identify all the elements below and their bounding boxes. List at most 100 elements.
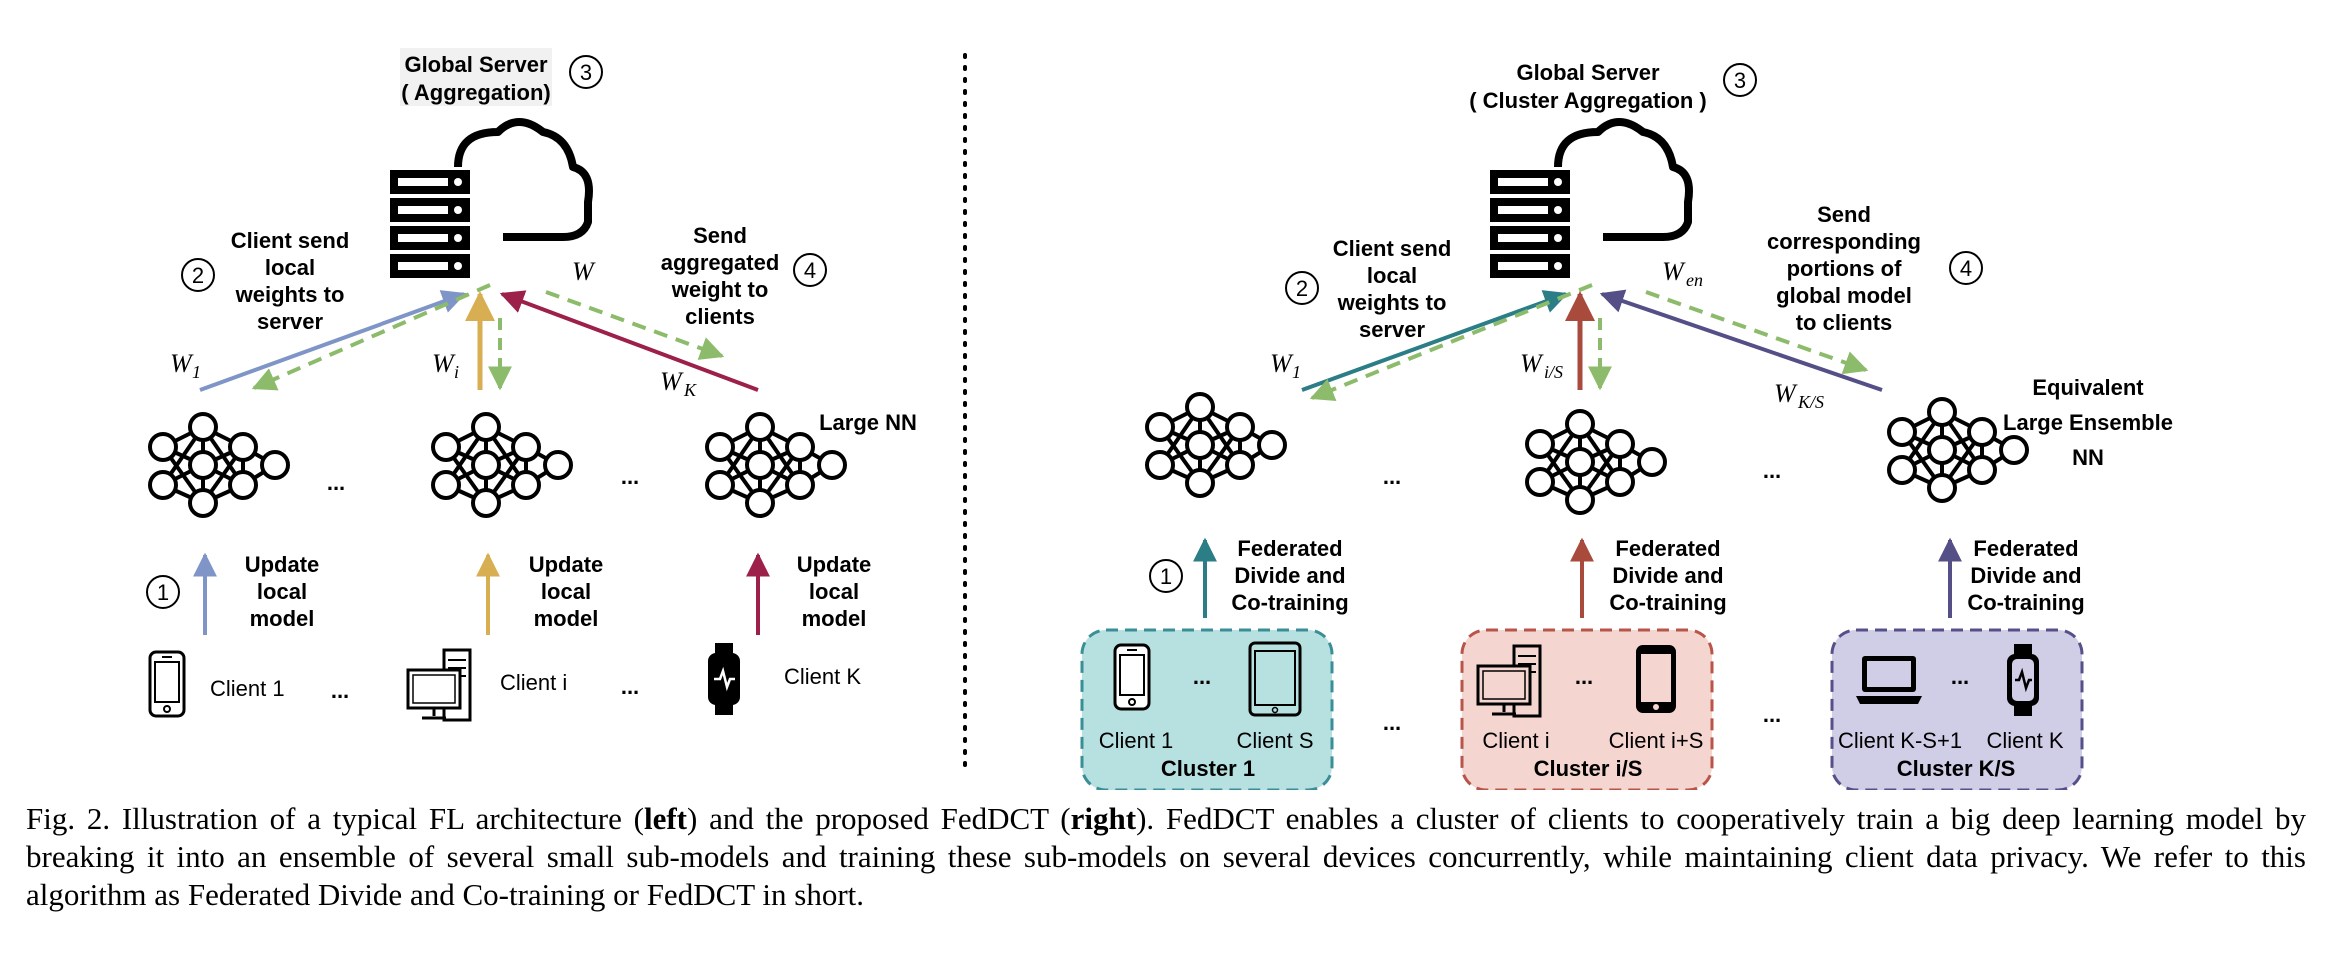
step-1-marker: 1 xyxy=(146,575,180,609)
step4-text-line4: global model xyxy=(1776,283,1912,308)
step2-text-line2: local xyxy=(1367,263,1417,288)
server-download-arrow-k xyxy=(545,290,725,360)
right-server-title-line1: Global Server xyxy=(1516,60,1660,85)
ellipsis: ... xyxy=(1383,710,1401,735)
left-server-title-line2: ( Aggregation) xyxy=(401,80,551,105)
large-nn-label: Large NN xyxy=(819,410,917,435)
smartphone-icon xyxy=(148,650,186,718)
server-label-background xyxy=(400,48,552,106)
fed-text-line3: Co-training xyxy=(1609,590,1726,615)
svg-text:K/S: K/S xyxy=(1797,392,1824,412)
fed-text-line1: Federated xyxy=(1237,536,1342,561)
ellipsis: ... xyxy=(331,678,349,703)
svg-text:4: 4 xyxy=(804,258,816,283)
update-text-line2: local xyxy=(541,579,591,604)
server-cloud-icon xyxy=(388,122,589,278)
desktop-computer-icon xyxy=(406,648,472,722)
cluster1-client-a-label: Client 1 xyxy=(1099,728,1174,753)
ellipsis: ... xyxy=(621,674,639,699)
left-server-title-line1: Global Server xyxy=(404,52,548,77)
right-server-title-line2: ( Cluster Aggregation ) xyxy=(1469,88,1707,113)
neural-network-icon-clienti xyxy=(431,412,573,518)
cluster1-title: Cluster 1 xyxy=(1161,756,1255,781)
server-download-arrow-1 xyxy=(251,283,491,391)
fed-text-line2: Divide and xyxy=(1234,563,1345,588)
step4-text-line1: Send xyxy=(1817,202,1871,227)
clientk-label: Client K xyxy=(784,664,861,689)
step-4-marker: 4 xyxy=(1949,251,1983,285)
update-text-line2: local xyxy=(809,579,859,604)
step2-text-line1: Client send xyxy=(1333,236,1452,261)
clusteri-title: Cluster i/S xyxy=(1534,756,1643,781)
clusterk-client-a-label: Client K-S+1 xyxy=(1838,728,1962,753)
update-text-line1: Update xyxy=(797,552,872,577)
clientk-upload-arrow xyxy=(499,290,759,392)
neural-network-icon-cluster1 xyxy=(1145,392,1287,498)
step-2-marker: 2 xyxy=(1285,271,1319,305)
tablet-icon xyxy=(1248,641,1302,717)
ellipsis: ... xyxy=(1763,702,1781,727)
ellipsis: ... xyxy=(1575,664,1593,689)
step2-text-line1: Client send xyxy=(231,228,350,253)
svg-text:W: W xyxy=(170,349,194,378)
client1-label: Client 1 xyxy=(210,676,285,701)
smartwatch-icon xyxy=(708,643,740,715)
caption-bold-left: left xyxy=(643,801,687,836)
figure-caption: Fig. 2. Illustration of a typical FL arc… xyxy=(26,800,2306,914)
cluster-i-box: ... Client i Client i+S Cluster i/S xyxy=(1460,628,1714,790)
fed-text-line3: Co-training xyxy=(1967,590,2084,615)
neural-network-icon-client1 xyxy=(148,412,290,518)
equivalent-text-line1: Equivalent xyxy=(2032,375,2144,400)
equivalent-text-line2: Large Ensemble xyxy=(2003,410,2173,435)
update-text-line1: Update xyxy=(245,552,320,577)
step4-text-line4: clients xyxy=(685,304,755,329)
clusterk-client-b-label: Client K xyxy=(1986,728,2063,753)
ellipsis: ... xyxy=(1951,664,1969,689)
update-text-line1: Update xyxy=(529,552,604,577)
svg-text:W: W xyxy=(660,367,684,396)
svg-text:W: W xyxy=(1662,257,1686,286)
update-text-line2: local xyxy=(257,579,307,604)
ellipsis: ... xyxy=(1763,458,1781,483)
step2-text-line4: server xyxy=(1359,317,1426,342)
right-panel: Global Server ( Cluster Aggregation ) 3 … xyxy=(1080,60,2173,790)
step2-text-line3: weights to xyxy=(1337,290,1447,315)
step4-text-line3: portions of xyxy=(1787,256,1903,281)
clusteri-client-a-label: Client i xyxy=(1482,728,1549,753)
step4-text-line2: aggregated xyxy=(661,250,780,275)
svg-text:K: K xyxy=(683,380,697,400)
svg-text:W: W xyxy=(1774,379,1798,408)
update-text-line3: model xyxy=(802,606,867,631)
svg-text:2: 2 xyxy=(192,263,204,288)
step-2-marker: 2 xyxy=(181,258,215,292)
step2-text-line4: server xyxy=(257,309,324,334)
neural-network-icon-clusteri xyxy=(1525,409,1667,515)
smartphone-icon xyxy=(1636,645,1676,713)
clienti-label: Client i xyxy=(500,670,567,695)
svg-text:1: 1 xyxy=(192,362,201,382)
client1-upload-arrow xyxy=(199,290,467,392)
svg-text:2: 2 xyxy=(1296,276,1308,301)
cluster1-client-b-label: Client S xyxy=(1236,728,1313,753)
svg-text:W: W xyxy=(432,349,456,378)
server-cloud-icon xyxy=(1488,122,1689,278)
cluster-k-box: ... Client K-S+1 Client K Cluster K/S xyxy=(1830,628,2084,790)
svg-text:i: i xyxy=(454,362,459,382)
svg-text:4: 4 xyxy=(1960,256,1972,281)
ellipsis: ... xyxy=(621,464,639,489)
step4-text-line3: weight to xyxy=(671,277,769,302)
caption-bold-right: right xyxy=(1070,801,1137,836)
ellipsis: ... xyxy=(1193,664,1211,689)
step-4-marker: 4 xyxy=(793,253,827,287)
cluster-1-box: ... Client 1 Client S Cluster 1 xyxy=(1080,628,1334,790)
caption-prefix: Fig. 2. Illustration of a typical FL arc… xyxy=(26,801,644,836)
step4-text-line2: corresponding xyxy=(1767,229,1921,254)
fl-architecture-diagram: Global Server ( Aggregation) 3 2 Client … xyxy=(146,48,2173,790)
step-3-marker: 3 xyxy=(569,55,603,89)
svg-text:W: W xyxy=(1520,349,1544,378)
